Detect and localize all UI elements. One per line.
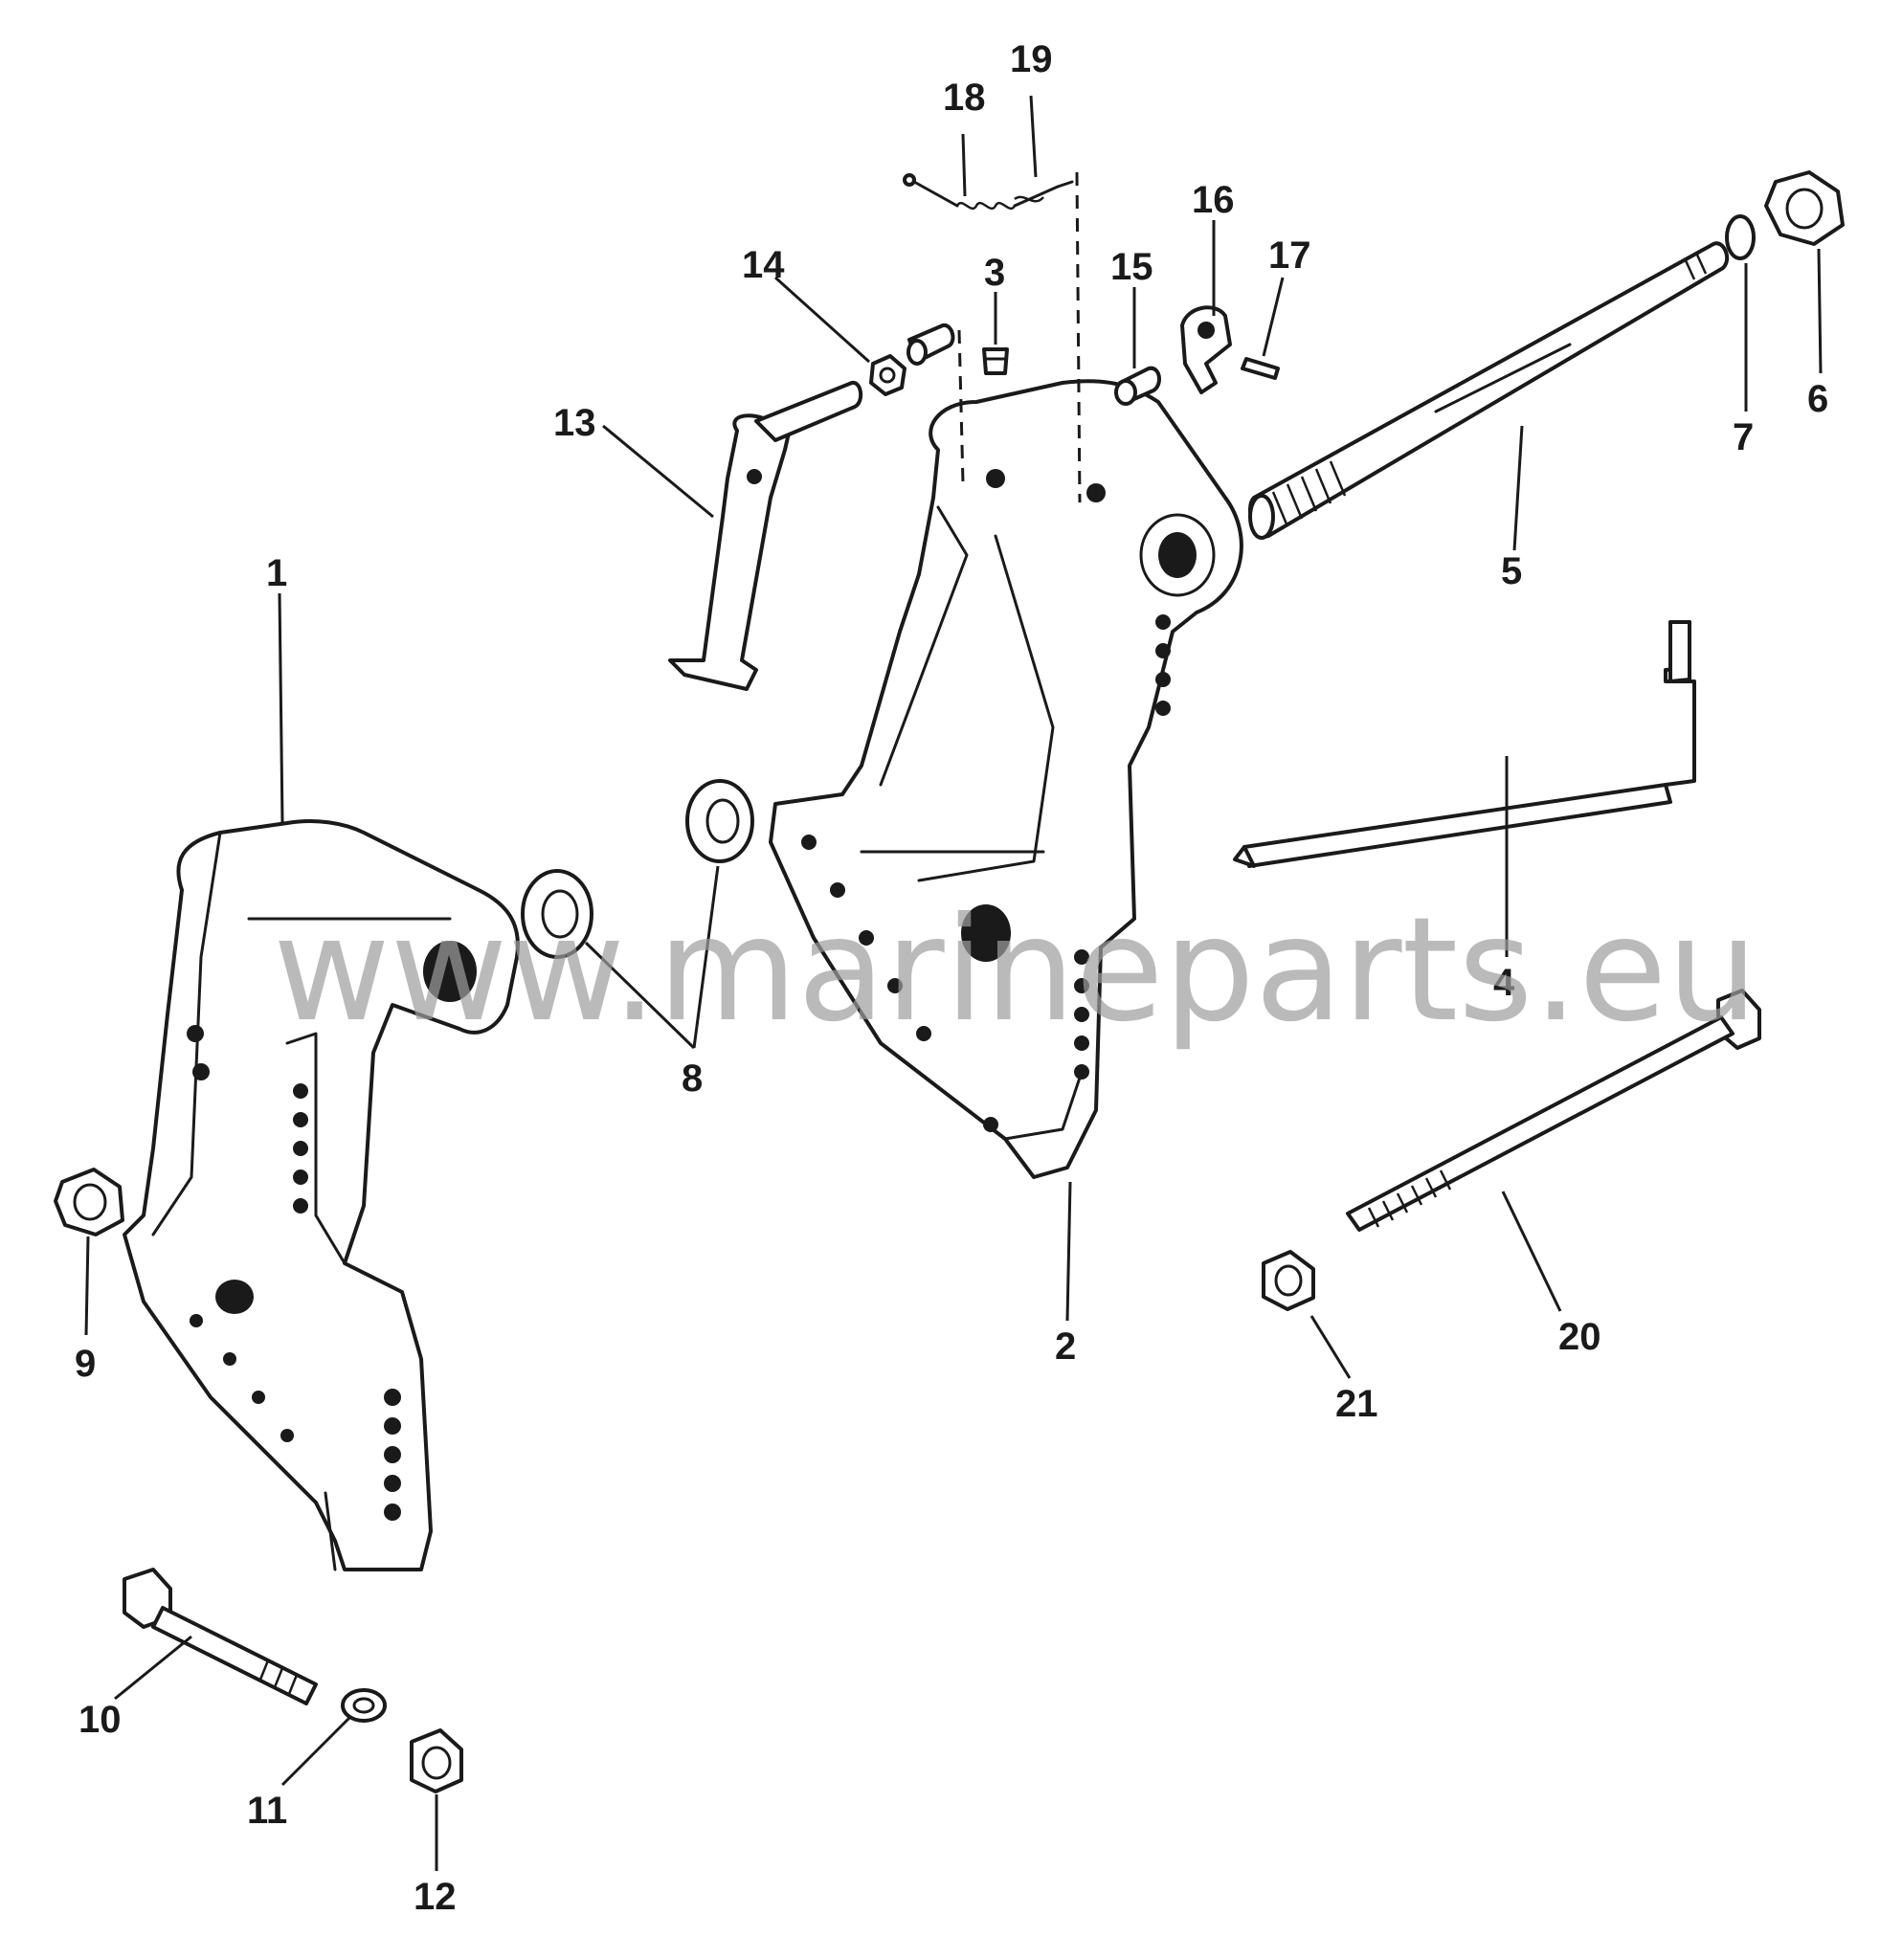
callout-16: 16 <box>1192 179 1235 221</box>
callout-10: 10 <box>78 1699 122 1741</box>
callout-19: 19 <box>1010 38 1053 80</box>
nut-part-14 <box>869 354 906 396</box>
nut-part-12 <box>410 1728 463 1793</box>
pivot-pin <box>906 323 955 366</box>
washer-part-11 <box>341 1688 387 1723</box>
callout-8: 8 <box>682 1058 703 1100</box>
callout-17: 17 <box>1268 234 1311 277</box>
callout-1: 1 <box>266 552 287 594</box>
left-clamp-bracket <box>123 819 520 1571</box>
callout-21: 21 <box>1335 1383 1378 1425</box>
watermark-text: www.marineparts.eu <box>273 887 1758 1054</box>
nut-part-9 <box>54 1168 124 1236</box>
bolt-part-10 <box>123 1568 318 1705</box>
alignment-line-a <box>1075 171 1082 503</box>
nut-part-6 <box>1764 170 1845 246</box>
spring-part-18 <box>903 173 1017 211</box>
bushing-part-15 <box>1114 366 1161 406</box>
washer-part-8b <box>685 779 754 863</box>
lever-part-13 <box>668 381 863 691</box>
alignment-line-b <box>957 329 965 484</box>
pin-part-17 <box>1241 357 1280 380</box>
callout-14: 14 <box>742 244 785 286</box>
leader-lines <box>84 95 1823 1871</box>
callout-9: 9 <box>75 1343 96 1385</box>
callout-3: 3 <box>984 252 1005 294</box>
shaft-part-5 <box>1248 241 1730 540</box>
pin-part-19 <box>1013 180 1074 208</box>
lock-lever-part-16 <box>1180 305 1232 394</box>
washer-part-7 <box>1725 214 1756 260</box>
callout-12: 12 <box>414 1876 457 1918</box>
washer-part-8a <box>521 869 593 959</box>
right-clamp-bracket <box>769 379 1243 1179</box>
nut-part-21 <box>1262 1250 1315 1311</box>
callout-20: 20 <box>1558 1316 1601 1358</box>
callout-15: 15 <box>1110 246 1153 288</box>
callout-labels: 1 2 3 4 5 6 7 8 9 10 11 12 13 14 15 16 1… <box>75 38 1828 1918</box>
callout-18: 18 <box>943 77 986 119</box>
callout-13: 13 <box>553 402 596 444</box>
callout-2: 2 <box>1055 1325 1076 1368</box>
bolt-part-20 <box>1346 989 1761 1232</box>
callout-4: 4 <box>1493 962 1515 1004</box>
callout-6: 6 <box>1807 378 1828 420</box>
callout-11: 11 <box>247 1790 287 1832</box>
callout-7: 7 <box>1733 416 1754 458</box>
tilt-pin-part-4 <box>1233 620 1696 868</box>
set-screw-part-3 <box>982 347 1009 375</box>
callout-5: 5 <box>1501 550 1522 592</box>
